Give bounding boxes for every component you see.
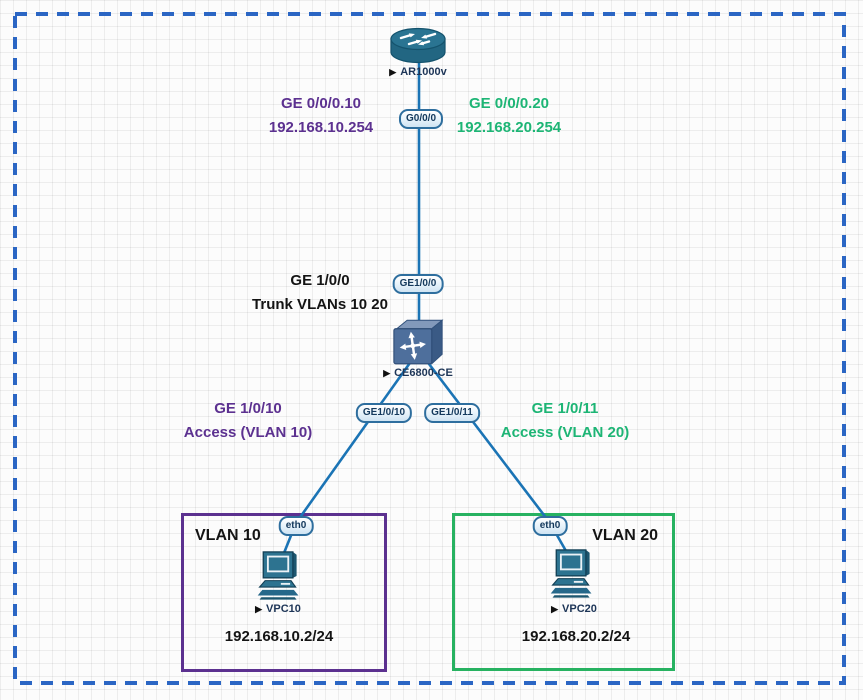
- annotation-trunk-mode: Trunk VLANs 10 20: [252, 296, 388, 313]
- vpc20-label: VPC20: [562, 603, 597, 615]
- annotation-trunk-port: GE 1/0/0: [290, 272, 350, 289]
- annotation-subif20-ip: 192.168.20.254: [456, 119, 562, 136]
- annotation-subif20-port: GE 0/0/0.20: [468, 95, 550, 112]
- port-badge-eth0-vpc10[interactable]: eth0: [278, 516, 314, 536]
- router-label: AR1000v: [400, 66, 447, 78]
- annotation-trunk: GE 1/0/0 Trunk VLANs 10 20: [252, 269, 388, 317]
- router-icon: [390, 27, 446, 64]
- annotation-access20: GE 1/0/11 Access (VLAN 20): [501, 397, 629, 445]
- annotation-subif10: GE 0/0/0.10 192.168.10.254: [269, 92, 373, 140]
- play-icon: ▶: [383, 367, 391, 378]
- vpc10-ip: 192.168.10.2/24: [224, 628, 334, 645]
- annotation-access10: GE 1/0/10 Access (VLAN 10): [184, 397, 312, 445]
- switch-label: CE6800-CE: [394, 367, 453, 379]
- vpc10-label: VPC10: [266, 603, 301, 615]
- annotation-subif10-ip: 192.168.10.254: [268, 119, 374, 136]
- vpc20-node[interactable]: [549, 549, 595, 604]
- play-icon: ▶: [389, 66, 397, 77]
- vpc10-node[interactable]: [256, 551, 302, 606]
- router-node[interactable]: [389, 26, 447, 71]
- port-badge-ge1-0-0[interactable]: GE1/0/0: [392, 274, 444, 294]
- port-badge-ge1-0-11[interactable]: GE1/0/11: [424, 403, 480, 423]
- port-badge-eth0-vpc20[interactable]: eth0: [532, 516, 568, 536]
- vpc20-ip: 192.168.20.2/24: [521, 628, 631, 645]
- switch-label-row: ▶ CE6800-CE: [383, 367, 453, 379]
- router-label-row: ▶ AR1000v: [389, 66, 446, 78]
- play-icon: ▶: [551, 603, 559, 614]
- pc-icon: [550, 549, 592, 598]
- vlan10-title: VLAN 10: [195, 527, 261, 544]
- annotation-subif10-port: GE 0/0/0.10: [280, 95, 362, 112]
- annotation-access20-mode: Access (VLAN 20): [500, 424, 630, 441]
- port-badge-g0-0-0[interactable]: G0/0/0: [398, 109, 444, 129]
- annotation-subif20: GE 0/0/0.20 192.168.20.254: [457, 92, 561, 140]
- annotation-access10-mode: Access (VLAN 10): [183, 424, 313, 441]
- pc-icon: [257, 551, 299, 600]
- vpc10-label-row: ▶ VPC10: [255, 603, 301, 615]
- annotation-access10-port: GE 1/0/10: [214, 400, 282, 417]
- switch-node[interactable]: [392, 317, 445, 372]
- vpc20-label-row: ▶ VPC20: [551, 603, 597, 615]
- play-icon: ▶: [255, 603, 263, 614]
- vlan20-title: VLAN 20: [592, 527, 658, 544]
- port-badge-ge1-0-10[interactable]: GE1/0/10: [355, 403, 413, 423]
- switch-icon: [393, 319, 444, 365]
- annotation-access20-port: GE 1/0/11: [531, 400, 599, 417]
